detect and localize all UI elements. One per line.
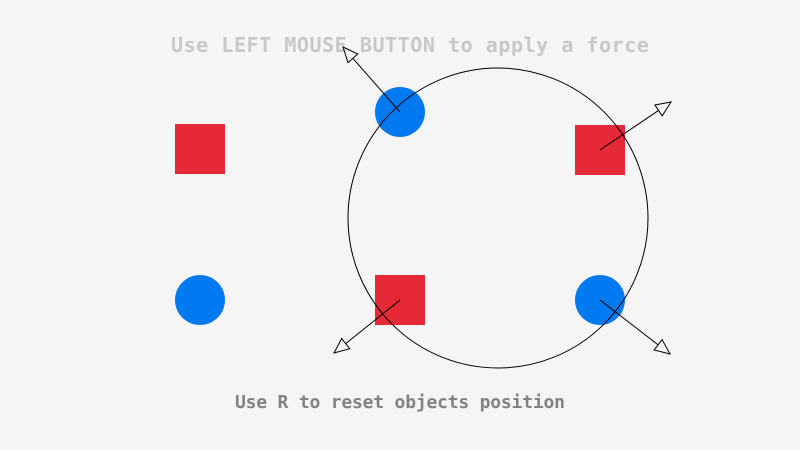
force-arrow-bottom-square-line (345, 299, 401, 344)
force-arrow-right-square-line (599, 109, 659, 151)
force-arrow-right-circle-head-icon (653, 338, 671, 355)
force-arrow-bottom-square-head-icon (333, 337, 351, 354)
instruction-reset-objects: Use R to reset objects position (235, 392, 565, 413)
force-arrow-top-circle-line (352, 57, 401, 113)
instruction-apply-force: Use LEFT MOUSE BUTTON to apply a force (171, 33, 650, 57)
force-arrow-top-circle-head-icon (342, 46, 359, 64)
force-arrow-right-square-head-icon (654, 101, 673, 117)
force-arrow-right-circle-line (599, 299, 659, 346)
red-square-left[interactable] (175, 124, 225, 174)
boundary-circle (347, 67, 649, 369)
blue-circle-left[interactable] (175, 275, 225, 325)
